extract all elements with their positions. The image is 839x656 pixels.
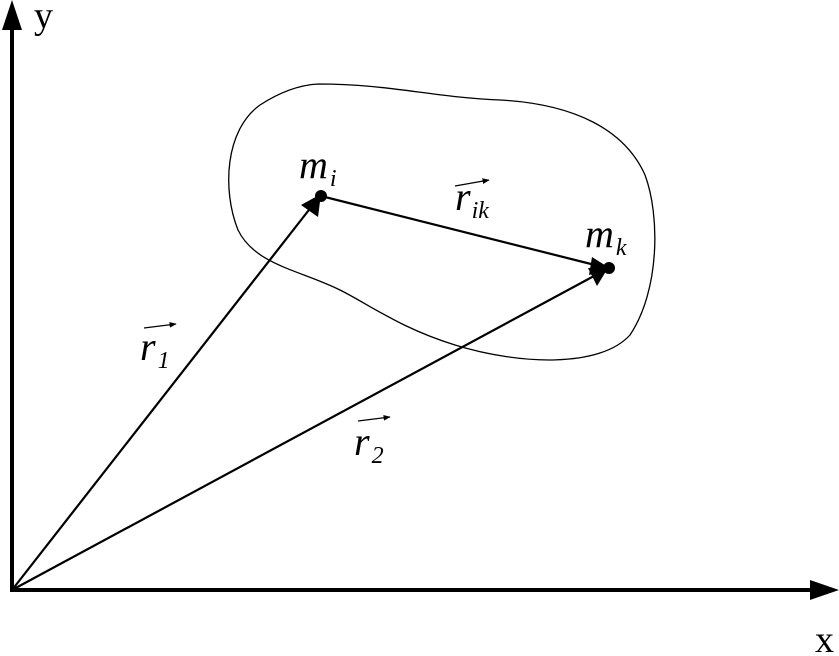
x-axis-arrowhead [810,580,839,600]
label-m-k: mk [585,211,627,261]
vector-rik [320,194,596,267]
label-r1-overarrow [143,321,177,329]
x-axis-label: x [815,619,834,656]
label-r2: r2 [354,419,384,469]
body-outline [228,83,656,361]
label-m-i: mi [299,142,337,192]
vector-r1 [11,205,313,591]
label-r2-overarrow [357,414,391,422]
label-rik: rik [455,174,489,224]
y-axis-arrowhead [2,0,22,30]
label-r2-base: r [354,419,370,464]
y-axis-label: y [34,0,53,37]
point-m-k [603,262,615,274]
label-rik-sub: ik [472,198,490,224]
label-rik-overarrow [454,178,490,187]
label-r1-base: r [140,324,156,369]
label-r2-sub: 2 [372,443,384,469]
label-rik-base: r [455,174,471,219]
label-r1-sub: 1 [158,348,170,374]
vector-r1-arrowhead [301,194,321,217]
label-m-k-sub: k [616,235,627,261]
point-m-i [315,190,327,202]
label-m-k-base: m [585,211,614,256]
label-m-i-sub: i [330,166,337,192]
label-r1: r1 [140,324,170,374]
vector-r2 [11,275,595,591]
label-m-i-base: m [299,142,328,187]
